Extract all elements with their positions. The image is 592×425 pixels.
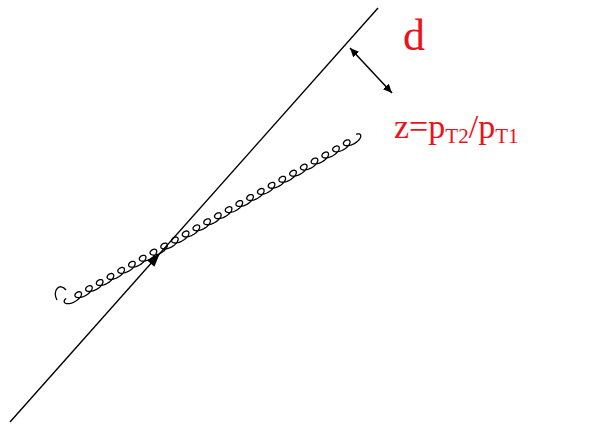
- formula-subscript: T1: [495, 124, 518, 148]
- gluon-line: [55, 134, 360, 304]
- formula-subscript: T2: [445, 124, 468, 148]
- distance-arrow: [350, 48, 392, 93]
- distance-label: d: [403, 14, 425, 58]
- momentum-fraction-label: z=pT2/pT1: [394, 110, 519, 147]
- quark-line: [10, 8, 378, 422]
- formula-text: z=p: [394, 108, 445, 145]
- formula-text: /p: [469, 108, 495, 145]
